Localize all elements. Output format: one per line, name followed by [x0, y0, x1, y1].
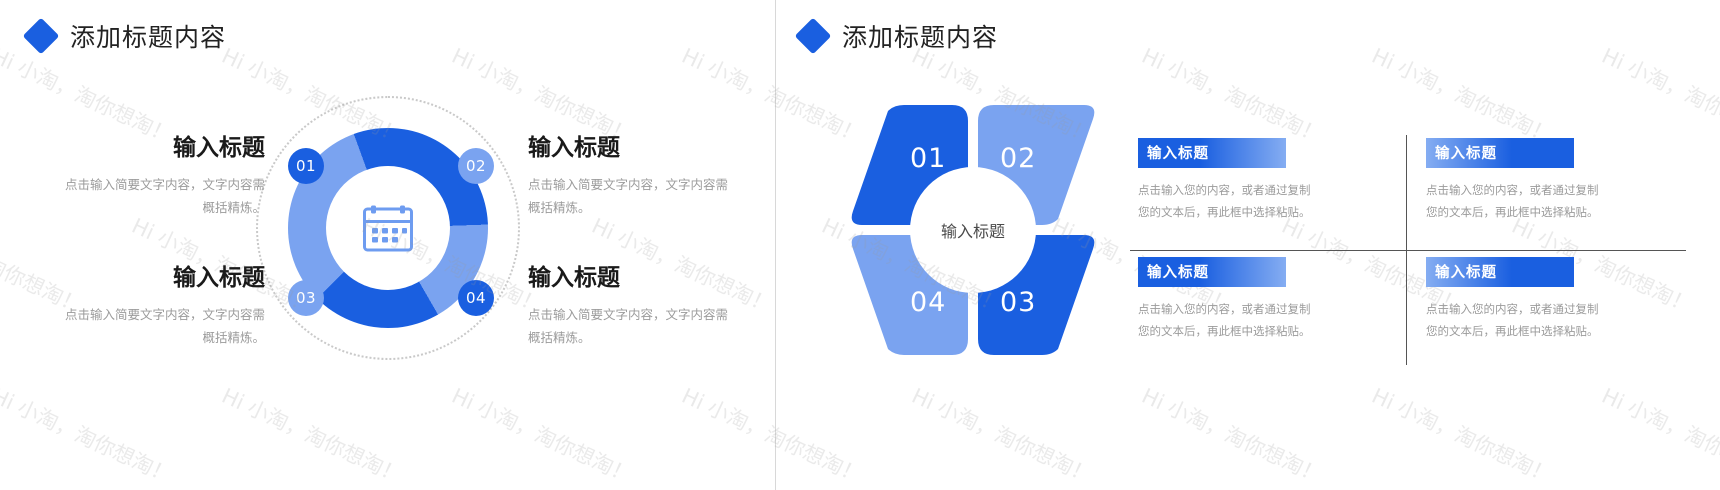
- quadrant-grid: 输入标题 点击输入您的内容，或者通过复制您的文本后，再此框中选择粘贴。 输入标题…: [1130, 135, 1690, 365]
- chevron-pinwheel-diagram: 01 02 03 04 输入标题: [848, 105, 1098, 355]
- item-body: 点击输入简要文字内容，文字内容需概括精炼。: [64, 307, 265, 346]
- info-card[interactable]: 输入标题 点击输入您的内容，或者通过复制您的文本后，再此框中选择粘贴。: [1138, 138, 1388, 224]
- info-card[interactable]: 输入标题 点击输入您的内容，或者通过复制您的文本后，再此框中选择粘贴。: [1426, 257, 1676, 343]
- donut-diagram: 01 02 03 04: [256, 96, 520, 360]
- card-heading: 输入标题: [1426, 138, 1574, 168]
- info-card[interactable]: 输入标题 点击输入您的内容，或者通过复制您的文本后，再此框中选择粘贴。: [1138, 257, 1388, 343]
- list-item[interactable]: 输入标题 点击输入简要文字内容，文字内容需概括精炼。: [60, 258, 265, 349]
- page-title: 添加标题内容: [842, 23, 999, 52]
- panel-divider: [775, 0, 776, 490]
- card-body: 点击输入您的内容，或者通过复制您的文本后，再此框中选择粘贴。: [1138, 183, 1311, 220]
- info-card[interactable]: 输入标题 点击输入您的内容，或者通过复制您的文本后，再此框中选择粘贴。: [1426, 138, 1676, 224]
- badge-01[interactable]: 01: [288, 148, 324, 184]
- calendar-icon: [363, 205, 413, 252]
- item-body: 点击输入简要文字内容，文字内容需概括精炼。: [528, 307, 729, 346]
- segment-number: 03: [1000, 287, 1037, 318]
- badge-02[interactable]: 02: [458, 148, 494, 184]
- donut-center: [326, 166, 450, 290]
- horizontal-divider: [1130, 250, 1686, 251]
- slide-right-header: 添加标题内容: [794, 17, 999, 55]
- item-heading: 输入标题: [528, 135, 620, 161]
- item-body: 点击输入简要文字内容，文字内容需概括精炼。: [64, 177, 265, 216]
- page-title: 添加标题内容: [70, 23, 227, 52]
- card-body: 点击输入您的内容，或者通过复制您的文本后，再此框中选择粘贴。: [1138, 302, 1311, 339]
- segment-number: 04: [910, 287, 947, 318]
- slide-left-header: 添加标题内容: [22, 17, 227, 55]
- item-heading: 输入标题: [173, 265, 265, 291]
- pinwheel-center-label: 输入标题: [910, 167, 1036, 293]
- diamond-bullet-icon: [794, 17, 832, 55]
- item-heading: 输入标题: [528, 265, 620, 291]
- item-heading: 输入标题: [173, 135, 265, 161]
- segment-number: 01: [910, 143, 947, 174]
- card-heading: 输入标题: [1138, 138, 1286, 168]
- segment-number: 02: [1000, 143, 1037, 174]
- badge-03[interactable]: 03: [288, 280, 324, 316]
- item-body: 点击输入简要文字内容，文字内容需概括精炼。: [528, 177, 729, 216]
- slide-right: 添加标题内容: [780, 0, 1720, 490]
- badge-04[interactable]: 04: [458, 280, 494, 316]
- dotted-ring: [256, 96, 520, 360]
- slide-left: 添加标题内容 输入标题 点击输入简要文字内容，文字内容需概括精炼。 输入标题 点…: [0, 0, 770, 490]
- card-heading: 输入标题: [1138, 257, 1286, 287]
- card-heading: 输入标题: [1426, 257, 1574, 287]
- card-body: 点击输入您的内容，或者通过复制您的文本后，再此框中选择粘贴。: [1426, 302, 1599, 339]
- list-item[interactable]: 输入标题 点击输入简要文字内容，文字内容需概括精炼。: [528, 258, 738, 349]
- list-item[interactable]: 输入标题 点击输入简要文字内容，文字内容需概括精炼。: [60, 128, 265, 219]
- card-body: 点击输入您的内容，或者通过复制您的文本后，再此框中选择粘贴。: [1426, 183, 1599, 220]
- diamond-bullet-icon: [22, 17, 60, 55]
- list-item[interactable]: 输入标题 点击输入简要文字内容，文字内容需概括精炼。: [528, 128, 738, 219]
